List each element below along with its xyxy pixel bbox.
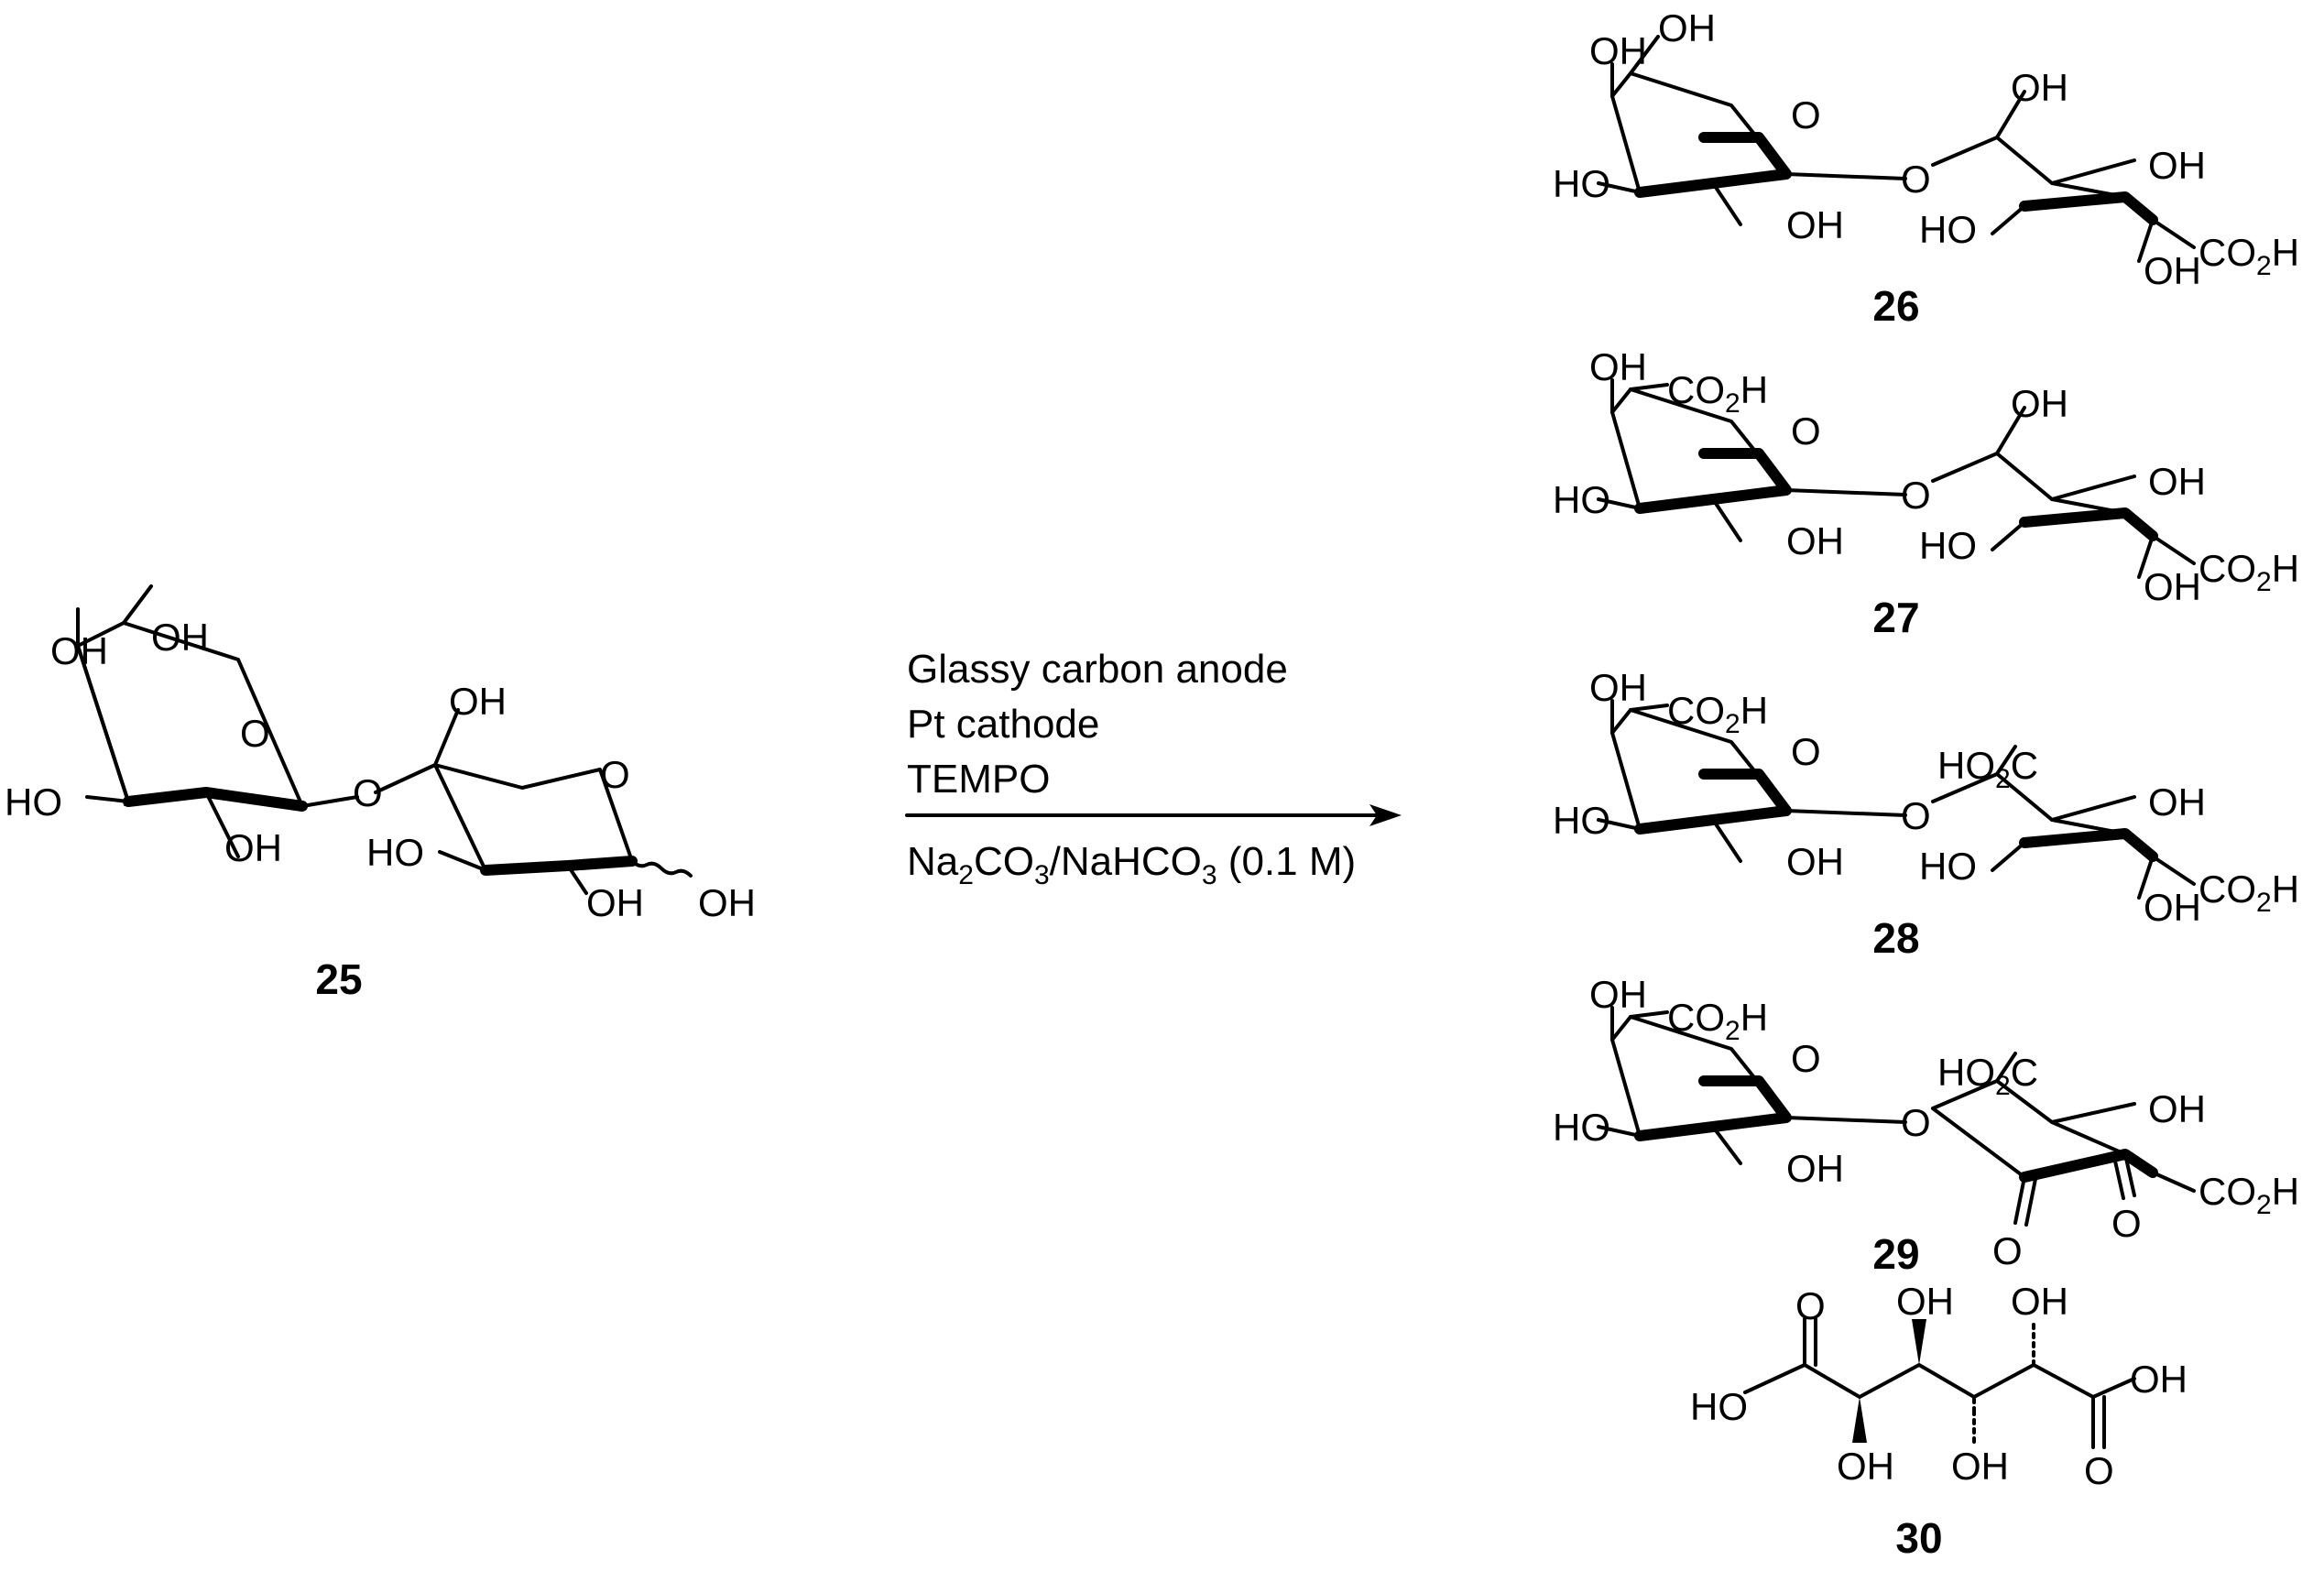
atom-oh: OH bbox=[1786, 1147, 1844, 1190]
compound-label-27: 27 bbox=[1872, 594, 1919, 641]
atom-oh: OH bbox=[224, 826, 282, 869]
atom-oh: OH bbox=[50, 629, 108, 672]
atom-o: O bbox=[1791, 409, 1821, 453]
atom-o: O bbox=[240, 712, 270, 755]
atom-oh: OH bbox=[2148, 1087, 2206, 1130]
atom-ho2c: HO2C bbox=[1937, 1051, 2038, 1101]
atom-o: O bbox=[1901, 474, 1931, 517]
atom-co2h: CO2H bbox=[2199, 231, 2299, 281]
atom-oh: OH bbox=[1837, 1445, 1894, 1488]
atom-o: O bbox=[1795, 1284, 1826, 1327]
atom-oh: OH bbox=[449, 680, 507, 723]
atom-ho: HO bbox=[1690, 1385, 1748, 1428]
compound-label-26: 26 bbox=[1872, 282, 1919, 330]
atom-oh: OH bbox=[1589, 973, 1647, 1016]
reaction-conditions: Glassy carbon anode Pt cathode TEMPO Na2… bbox=[905, 647, 1402, 890]
atom-oh: OH bbox=[1786, 203, 1844, 246]
atom-oh: OH bbox=[2148, 780, 2206, 824]
atom-oh: OH bbox=[2011, 66, 2068, 109]
atom-oh: OH bbox=[1786, 519, 1844, 562]
atom-oh: OH bbox=[1786, 840, 1844, 883]
atom-ho: HO bbox=[366, 831, 424, 874]
atom-oh: OH bbox=[1589, 29, 1647, 72]
atom-oh: OH bbox=[2144, 886, 2201, 929]
compound-25-structure: OH OH O HO OH O OH O HO OH OH 25 bbox=[5, 584, 756, 1003]
compound-28-structure: OH CO2H O HO OH O HO2C OH HO OH CO2H 28 bbox=[1553, 666, 2299, 962]
atom-ho: HO bbox=[1919, 208, 1977, 251]
atom-co2h: CO2H bbox=[2199, 867, 2299, 918]
atom-o: O bbox=[353, 771, 383, 814]
atom-ho: HO bbox=[5, 780, 62, 824]
atom-oh: OH bbox=[1589, 666, 1647, 709]
atom-o: O bbox=[1791, 93, 1821, 136]
atom-o: O bbox=[1901, 158, 1931, 201]
compound-27-structure: OH CO2H O HO OH O OH OH HO OH CO2H 27 bbox=[1553, 345, 2299, 641]
atom-oh: OH bbox=[1658, 6, 1716, 49]
atom-ho: HO bbox=[1553, 162, 1610, 205]
atom-oh: OH bbox=[2144, 565, 2201, 608]
atom-ho: HO bbox=[1553, 478, 1610, 521]
compound-label-30: 30 bbox=[1895, 1514, 1942, 1562]
atom-oh: OH bbox=[1589, 345, 1647, 388]
arrow-head-icon bbox=[1369, 804, 1402, 826]
atom-o: O bbox=[1791, 730, 1821, 773]
atom-oh: OH bbox=[2130, 1358, 2188, 1401]
atom-oh: OH bbox=[1896, 1280, 1954, 1323]
atom-oh: OH bbox=[2011, 1280, 2068, 1323]
atom-co2h: CO2H bbox=[1667, 689, 1768, 739]
condition-buffer: Na2CO3/NaHCO3 (0.1 M) bbox=[907, 839, 1356, 890]
atom-oh: OH bbox=[2011, 382, 2068, 425]
compound-30-structure: O HO OH OH OH OH OH O 30 bbox=[1690, 1280, 2188, 1562]
condition-anode: Glassy carbon anode bbox=[907, 647, 1288, 692]
atom-o: O bbox=[2084, 1449, 2114, 1492]
atom-co2h: CO2H bbox=[2199, 1170, 2299, 1220]
compound-26-structure: OH OH O HO OH O OH OH HO OH CO2H 26 bbox=[1553, 6, 2299, 330]
atom-oh: OH bbox=[698, 881, 756, 924]
atom-o: O bbox=[1901, 794, 1931, 837]
compound-29-structure: OH CO2H O HO OH O HO2C OH O O CO2H 29 bbox=[1553, 973, 2299, 1278]
compound-label-28: 28 bbox=[1872, 914, 1919, 962]
atom-oh: OH bbox=[586, 881, 644, 924]
compound-label-25: 25 bbox=[315, 955, 362, 1003]
atom-oh: OH bbox=[2144, 249, 2201, 292]
compound-label-29: 29 bbox=[1872, 1230, 1919, 1278]
atom-ho: HO bbox=[1553, 1106, 1610, 1149]
atom-ho: HO bbox=[1553, 799, 1610, 842]
atom-o: O bbox=[2111, 1202, 2142, 1245]
atom-ho: HO bbox=[1919, 524, 1977, 567]
atom-co2h: CO2H bbox=[1667, 996, 1768, 1046]
atom-o: O bbox=[1992, 1229, 2023, 1272]
atom-co2h: CO2H bbox=[2199, 547, 2299, 597]
atom-o: O bbox=[600, 753, 630, 796]
atom-co2h: CO2H bbox=[1667, 368, 1768, 419]
atom-oh: OH bbox=[2148, 460, 2206, 503]
atom-o: O bbox=[1791, 1037, 1821, 1080]
atom-o: O bbox=[1901, 1101, 1931, 1144]
atom-ho2c: HO2C bbox=[1937, 744, 2038, 794]
condition-cathode: Pt cathode bbox=[907, 702, 1099, 747]
atom-oh: OH bbox=[1951, 1445, 2009, 1488]
condition-mediator: TEMPO bbox=[907, 757, 1050, 802]
atom-oh: OH bbox=[2148, 144, 2206, 187]
atom-ho: HO bbox=[1919, 845, 1977, 888]
atom-oh: OH bbox=[151, 616, 209, 659]
